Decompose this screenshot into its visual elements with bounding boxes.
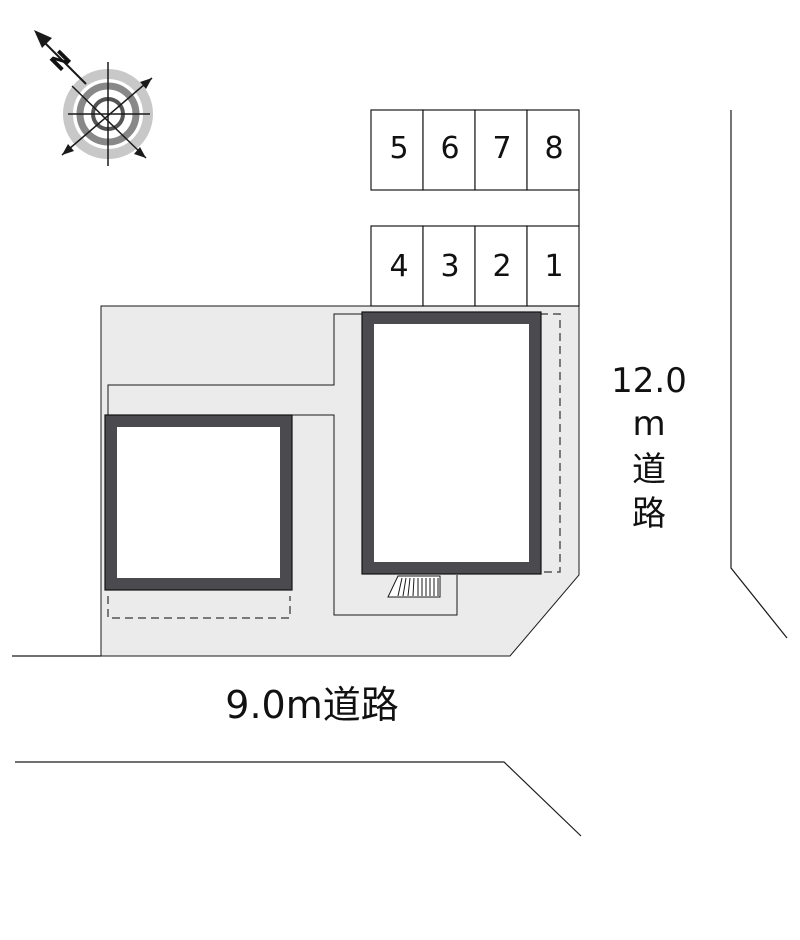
right-road-edge [730,110,788,639]
parking-slot-7: 7 [492,131,511,166]
right-road-label: 12.0 m 道 路 [611,361,687,534]
left-building-inner-line [104,414,293,591]
parking-slot-4: 4 [389,249,408,284]
right-road-unit: m [632,404,665,444]
north-label: N [46,46,77,77]
parking-slot-1: 1 [544,249,563,284]
right-building-dashed-outline [540,313,561,573]
compass-rose-icon: N [34,30,153,166]
walkway-outline [107,313,458,616]
parking-slot-3: 3 [440,249,459,284]
parking-slot-2: 2 [492,249,511,284]
right-road-char-1: 道 [632,450,666,490]
left-building [105,415,292,590]
parking-slot-8: 8 [544,131,563,166]
main-building-inner-line [361,311,542,575]
parking-row-bottom: 4 3 2 1 [370,225,580,307]
main-building [362,312,541,574]
right-road-char-2: 路 [632,494,666,534]
parking-row-top: 5 6 7 8 [370,109,580,191]
left-building-dashed-outline [107,596,291,619]
bottom-road-edge-south [15,761,582,837]
parking-slot-5: 5 [389,131,408,166]
stairs-icon [387,575,441,598]
right-road-width: 12.0 [611,361,687,401]
parking-slot-6: 6 [440,131,459,166]
bottom-road-label: 9.0m道路 [225,683,398,727]
